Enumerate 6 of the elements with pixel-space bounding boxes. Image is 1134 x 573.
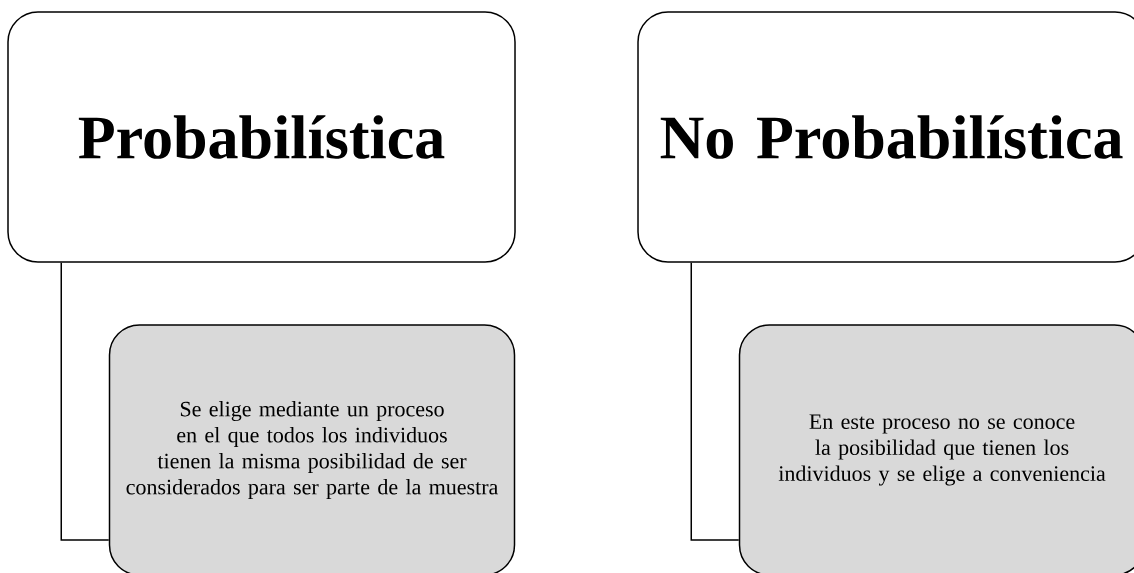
description-box: Se elige mediante un proceso en el que todos los individuos tienen la misma posibilidad de ser considerados para ser parte de la muestra: [108, 324, 516, 573]
description-box: En este proceso no se conoce la posibilidad que tienen los individuos y se elige a conveniencia: [738, 324, 1134, 573]
connector-line: [60, 262, 110, 541]
title-box: Probabilística: [7, 11, 516, 263]
title-box: No Probabilística: [637, 11, 1134, 263]
connector-line: [690, 262, 740, 541]
